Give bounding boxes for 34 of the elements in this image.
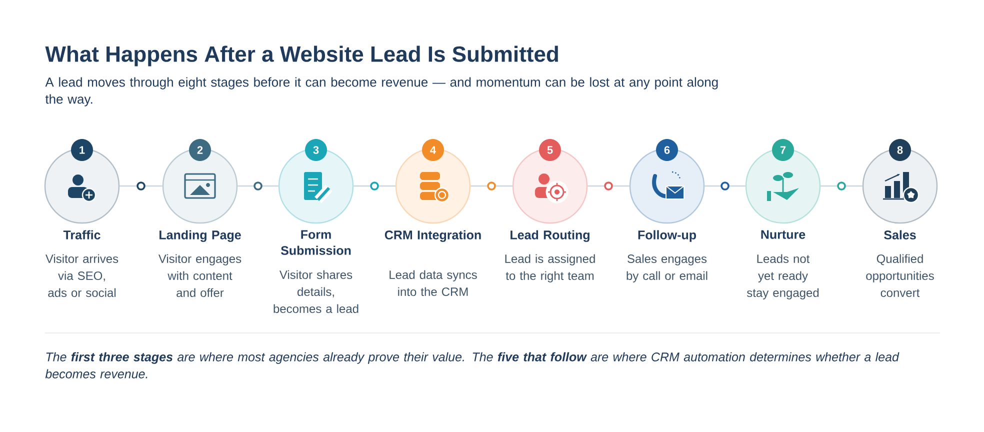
number-badge: 3	[305, 139, 327, 161]
connector	[470, 182, 512, 190]
subtitle: A lead moves through eight stages before it can become revenue — and momentum can be lost at any point along the way.	[45, 77, 718, 106]
stage-heading: Landing Page	[160, 230, 241, 242]
stage-heading: Lead Routing	[510, 230, 590, 242]
connector	[588, 182, 630, 190]
stage-heading: Sales	[884, 230, 916, 240]
number-badge: 5	[539, 139, 561, 161]
stage-description: Visitor shares details, becomes a lead	[274, 270, 358, 313]
stage-heading: Follow-up	[638, 230, 696, 242]
stage-description: Sales engages by call or email	[626, 254, 708, 282]
connector	[120, 182, 162, 190]
connector	[238, 182, 278, 190]
stage-description: Lead is assigned to the right team	[505, 254, 595, 282]
stage-heading: CRM Integration	[384, 230, 481, 242]
footnote: The first three stages are where most agencies already prove their value. The five that follow are where CRM automation determines whether a lead becomes revenue.	[45, 352, 900, 378]
connector	[820, 182, 862, 190]
number-badge: 2	[189, 139, 211, 161]
stage-description: Lead data syncs into the CRM	[390, 270, 477, 296]
stage-heading: Traffic	[63, 230, 100, 240]
number-badge: 8	[889, 139, 911, 161]
title: What Happens After a Website Lead Is Submitted	[45, 46, 558, 66]
connector	[704, 182, 746, 190]
stage-description: Qualified opportunities convert	[866, 254, 934, 297]
stage-heading: Nurture	[761, 230, 806, 239]
number-badge: 1	[71, 139, 93, 161]
connector	[354, 182, 396, 190]
stage-description: Visitor arrives via SEO, ads or social	[46, 254, 118, 297]
number-badge: 7	[772, 139, 794, 161]
stage-description: Visitor engages with content and offer	[158, 254, 242, 297]
number-badge: 4	[422, 139, 444, 161]
number-badge: 6	[656, 139, 678, 161]
stage-heading: Form Submission	[280, 230, 351, 255]
stage-description: Leads not yet ready stay engaged	[746, 254, 819, 300]
